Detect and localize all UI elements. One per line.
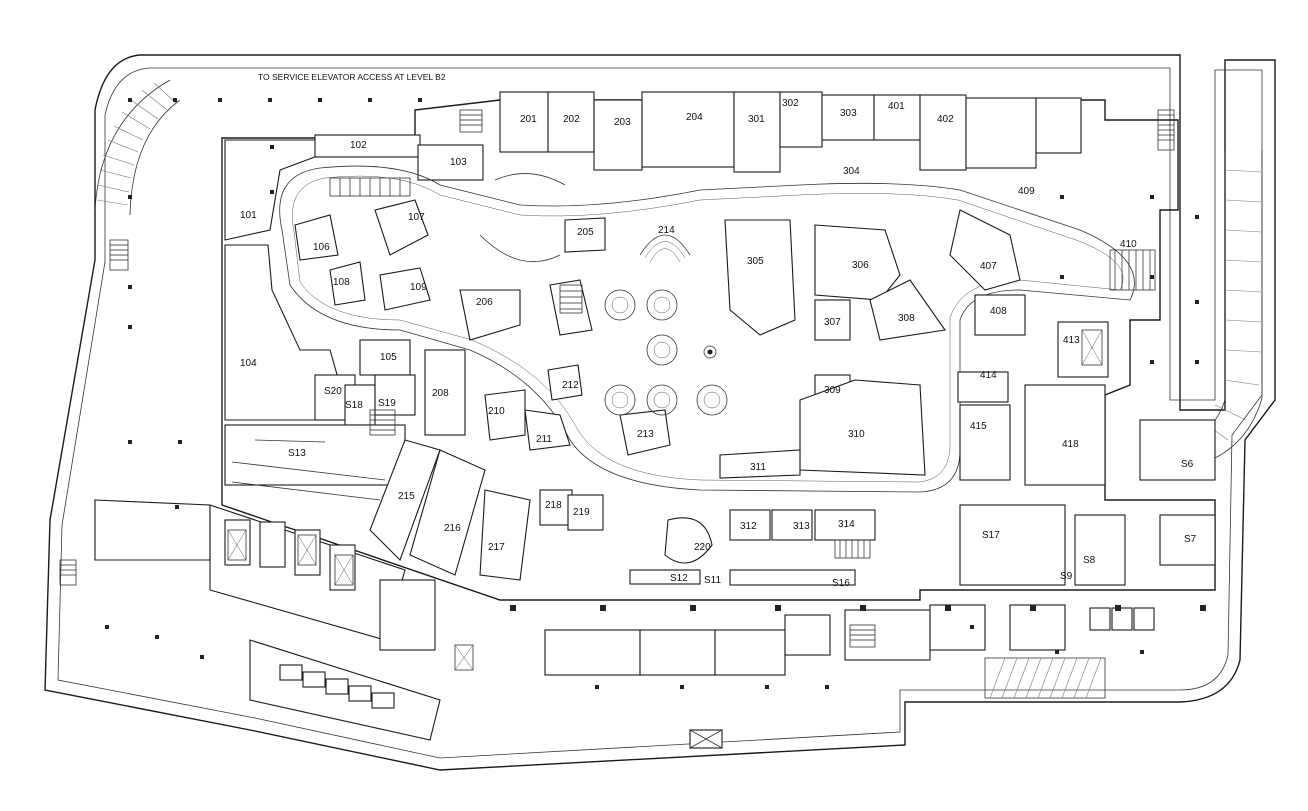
unit-label-301: 301 [748,114,765,125]
unit-label-108: 108 [333,277,350,288]
unit-label-210: 210 [488,406,505,417]
unit-label-311: 311 [750,462,766,473]
unit-label-206: 206 [476,297,493,308]
unit-label-105: 105 [380,352,397,363]
outer-building-outline [44,54,1276,771]
unit-label-102: 102 [350,140,367,151]
unit-label-201: 201 [520,114,537,125]
unit-label-205: 205 [577,227,594,238]
unit-label-s13: S13 [288,448,306,459]
unit-label-208: 208 [432,388,449,399]
unit-label-s7: S7 [1184,534,1197,545]
unit-label-s20: S20 [324,386,342,397]
unit-label-219: 219 [573,507,590,518]
unit-label-107: 107 [408,212,425,223]
unit-label-211: 211 [536,434,552,445]
central-courtyard-loop-inner [292,175,1124,483]
unit-label-s6: S6 [1181,459,1194,470]
lower-left-complex [94,499,441,741]
courtyard-kiosks [294,199,713,585]
unit-label-305: 305 [747,256,764,267]
unit-label-408: 408 [990,306,1007,317]
elevator-cores [227,329,1103,671]
central-islands [719,209,1109,486]
unit-label-s18: S18 [345,400,363,411]
unit-label-202: 202 [563,114,580,125]
unit-label-104: 104 [240,358,257,369]
bottom-ramp-hatch [984,657,1106,699]
unit-label-s11: S11 [704,575,721,586]
unit-label-106: 106 [313,242,330,253]
unit-label-414: 414 [980,370,997,381]
unit-label-109: 109 [410,282,427,293]
unit-label-s19: S19 [378,398,396,409]
unit-label-312: 312 [740,521,757,532]
unit-label-410: 410 [1120,239,1137,250]
unit-label-304: 304 [843,166,860,177]
unit-label-214: 214 [658,225,675,236]
unit-label-313: 313 [793,521,810,532]
unit-label-413: 413 [1063,335,1080,346]
unit-label-218: 218 [545,500,562,511]
unit-labels: 101 102 103 104 105 106 107 108 109 201 202 203 204 2… [240,98,1197,589]
parking-stripes [231,177,411,501]
unit-label-s8: S8 [1083,555,1096,566]
unit-label-103: 103 [450,157,467,168]
unit-label-314: 314 [838,519,855,530]
unit-label-s16: S16 [832,578,850,589]
structural-columns [105,98,1206,689]
left-store-block [224,134,484,486]
bottom-store-row [544,604,1155,749]
unit-label-215: 215 [398,491,415,502]
unit-label-415: 415 [970,421,987,432]
unit-label-407: 407 [980,261,997,272]
plaza-rosettes [479,173,728,416]
unit-label-402: 402 [937,114,954,125]
unit-label-220: 220 [694,542,711,553]
unit-label-310: 310 [848,429,865,440]
unit-label-s9: S9 [1060,571,1073,582]
unit-label-212: 212 [562,380,579,391]
unit-label-216: 216 [444,523,461,534]
unit-label-101: 101 [240,210,257,221]
unit-label-303: 303 [840,108,857,119]
stairs [59,109,1175,648]
unit-label-s17: S17 [982,530,1000,541]
unit-label-307: 307 [824,317,841,328]
unit-label-309: 309 [824,385,841,396]
unit-label-302: 302 [782,98,799,109]
unit-label-306: 306 [852,260,869,271]
top-store-row [499,91,1082,173]
unit-label-s12: S12 [670,573,688,584]
unit-label-204: 204 [686,112,703,123]
unit-label-409: 409 [1018,186,1035,197]
unit-label-308: 308 [898,313,915,324]
inner-building-outline [57,67,1263,759]
left-ramp-hatch [94,79,181,216]
service-elevator-note: TO SERVICE ELEVATOR ACCESS AT LEVEL B2 [258,72,446,82]
unit-label-217: 217 [488,542,505,553]
lower-right-block [729,419,1216,586]
lower-diagonal-block [369,439,604,581]
central-courtyard-loop [279,165,1135,493]
unit-label-401: 401 [888,101,905,112]
unit-label-213: 213 [637,429,654,440]
right-ramp-hatch [1189,150,1263,459]
unit-label-418: 418 [1062,439,1079,450]
unit-label-203: 203 [614,117,631,128]
